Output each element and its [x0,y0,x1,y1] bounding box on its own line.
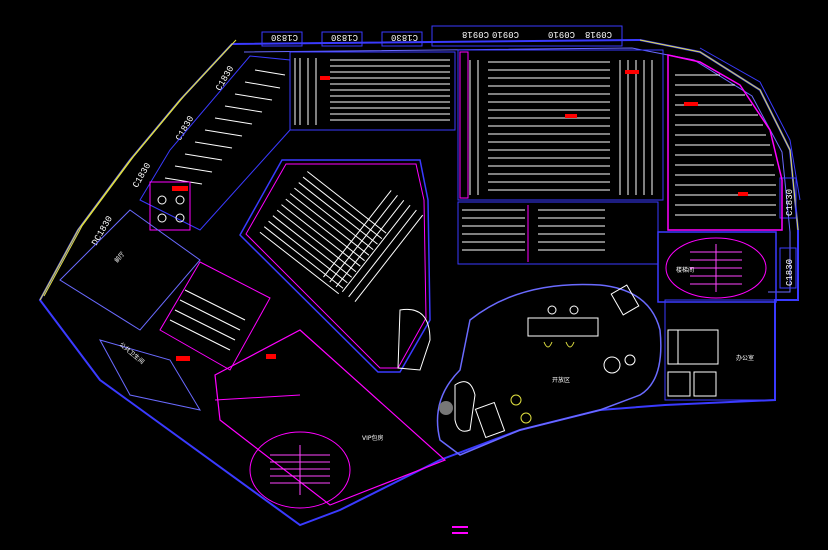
left-diagonal-shelving [139,55,291,231]
room-label: VIP包房 [362,434,384,442]
left-window-labels: C1830 C1830 C1830 DC1830 [90,64,236,247]
window-label: C1830 [174,114,196,142]
right-shelving-block [457,49,664,265]
room-label: 办公室 [736,354,754,362]
room-label: 前厅 [113,250,127,264]
window-label: C1830 [271,32,298,42]
room-label: 楼梯间 [676,266,694,274]
window-frames [39,39,799,301]
room-label: 开放区 [552,376,570,384]
window-label: C1830 [331,32,358,42]
window-label: C0918 [462,29,489,39]
curved-shelving [667,47,801,231]
window-label: C0918 [585,29,612,39]
top-shelving-block [289,51,456,131]
window-label: C0910 [492,29,519,39]
open-area: 开放区 [436,283,662,456]
lower-left-rooms: 前厅 公共卫生间 VIP包房 [59,209,447,506]
window-label: C1830 [391,32,418,42]
window-label: C1830 [785,189,795,216]
lower-stair [249,431,351,509]
right-window-labels: C1830 C1830 [779,177,797,289]
window-label: C1830 [785,259,795,286]
right-stair-office: 楼梯间 办公室 [657,231,777,401]
room-label: 公共卫生间 [118,341,146,366]
window-label: DC1830 [90,214,115,247]
central-shelving-island [239,159,431,373]
window-label: C0910 [548,29,575,39]
window-label: C1830 [214,64,236,92]
legend-marker [452,526,468,534]
outer-walls [38,38,799,527]
top-window-labels: C1830 C1830 C1830 C0918 C0910 C0910 C091… [261,25,623,47]
